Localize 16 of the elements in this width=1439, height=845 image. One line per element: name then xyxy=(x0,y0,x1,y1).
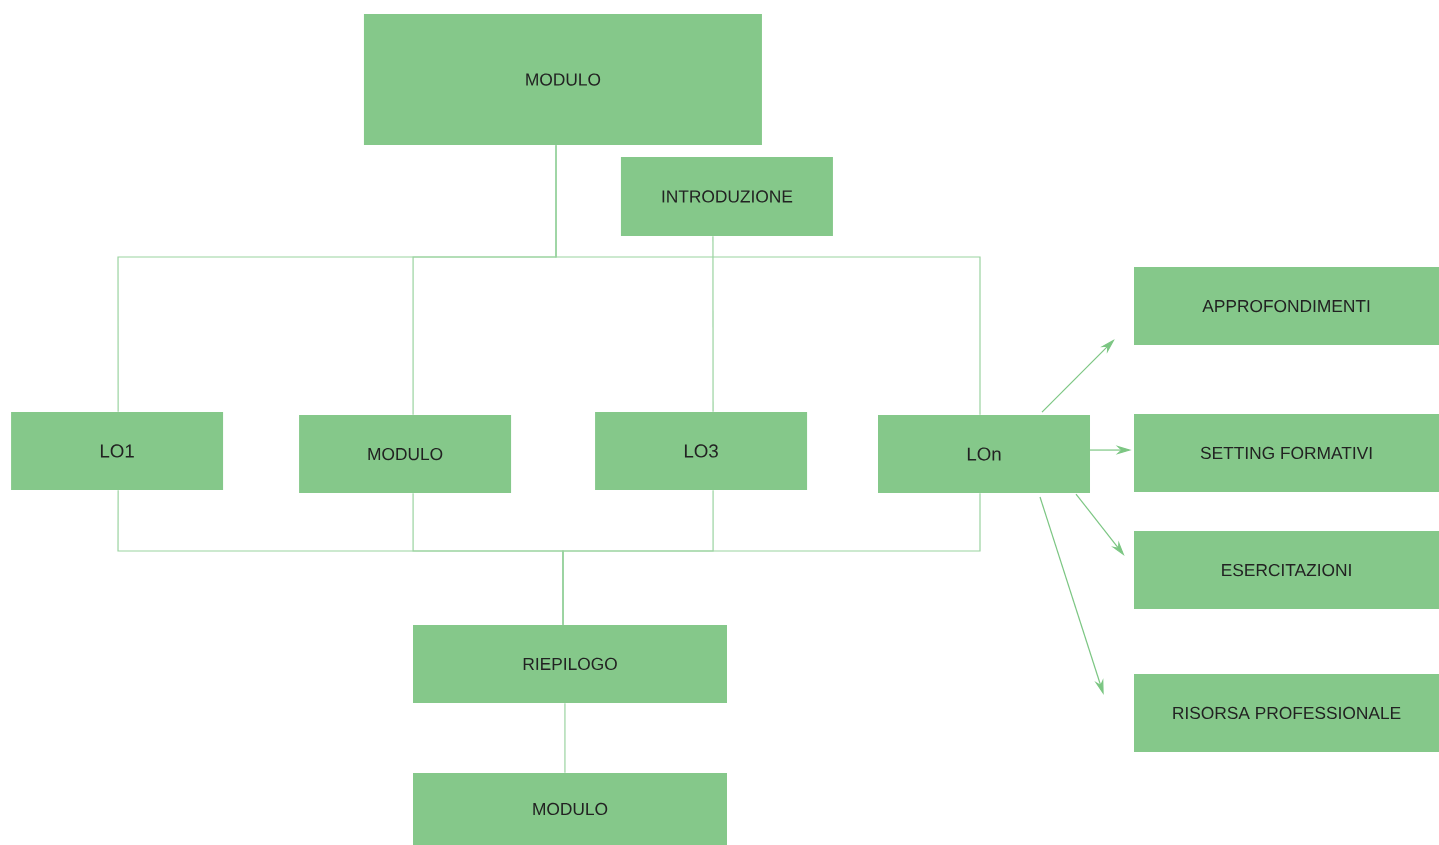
process-box: MODULO xyxy=(299,415,512,494)
process-box: INTRODUZIONE xyxy=(620,157,833,236)
process-box: SETTING FORMATIVI xyxy=(1134,414,1439,492)
connector xyxy=(562,492,981,626)
process-box: MODULO xyxy=(413,773,727,845)
process-box: LO1 xyxy=(11,412,224,490)
process-box: RIEPILOGO xyxy=(413,624,727,703)
process-box: RISORSA PROFESSIONALE xyxy=(1134,674,1439,752)
connector xyxy=(564,702,566,774)
process-box: LO3 xyxy=(595,412,808,490)
process-box: LOn xyxy=(878,415,1090,494)
process-box: ESERCITAZIONI xyxy=(1134,531,1439,610)
connector xyxy=(555,144,981,416)
process-box: MODULO xyxy=(363,14,762,145)
process-box: APPROFONDIMENTI xyxy=(1134,267,1439,346)
connector xyxy=(712,235,714,413)
